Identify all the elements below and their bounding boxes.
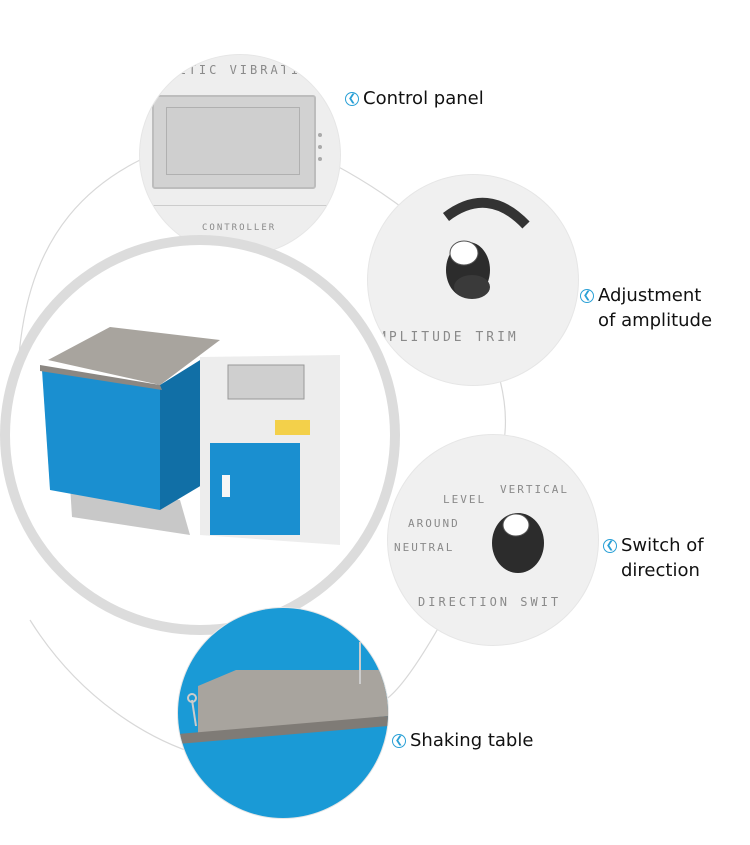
shaking-table-circle xyxy=(178,608,388,818)
callout-shaking-table-label: Shaking table xyxy=(410,730,534,751)
arrow-left-circle-icon: ❮ xyxy=(580,289,594,303)
direction-circle: LEVEL VERTICAL AROUND NEUTRAL DIRECTION … xyxy=(388,435,598,645)
neutral-text: NEUTRAL xyxy=(394,541,455,554)
direction-knob-graphic xyxy=(492,513,544,573)
direction-switch-text: DIRECTION SWIT xyxy=(418,595,562,609)
vertical-text: VERTICAL xyxy=(500,483,569,496)
lcd-screen xyxy=(152,95,316,189)
panel-divider xyxy=(140,205,340,206)
product-illustration xyxy=(40,327,340,545)
callout-amplitude-line1: Adjustment xyxy=(598,285,702,306)
amplitude-circle: MPLITUDE TRIM xyxy=(368,175,578,385)
callout-control-panel-label: Control panel xyxy=(363,88,484,109)
callout-amplitude: ❮ Adjustment of amplitude xyxy=(580,283,712,333)
callout-direction-line2: direction xyxy=(621,560,700,581)
callout-control-panel: ❮ Control panel xyxy=(345,86,484,111)
arrow-left-circle-icon: ❮ xyxy=(345,92,359,106)
level-text: LEVEL xyxy=(443,493,487,506)
product-circle xyxy=(10,245,390,625)
amplitude-knob-graphic xyxy=(442,197,530,299)
controller-text: CONTROLLER xyxy=(202,223,277,233)
callout-amplitude-line2: of amplitude xyxy=(598,310,713,331)
shaking-table-graphic xyxy=(178,642,388,744)
around-text: AROUND xyxy=(408,517,460,530)
arrow-left-circle-icon: ❮ xyxy=(603,539,617,553)
status-leds xyxy=(318,133,324,173)
amplitude-trim-text: MPLITUDE TRIM xyxy=(378,330,519,345)
callout-direction: ❮ Switch of direction xyxy=(603,533,704,583)
callout-direction-line1: Switch of xyxy=(621,535,704,556)
arrow-left-circle-icon: ❮ xyxy=(392,734,406,748)
panel-top-text: GNETIC VIBRATI xyxy=(158,63,302,77)
callout-shaking-table: ❮ Shaking table xyxy=(392,728,533,753)
control-panel-circle: GNETIC VIBRATI CONTROLLER xyxy=(140,55,340,255)
